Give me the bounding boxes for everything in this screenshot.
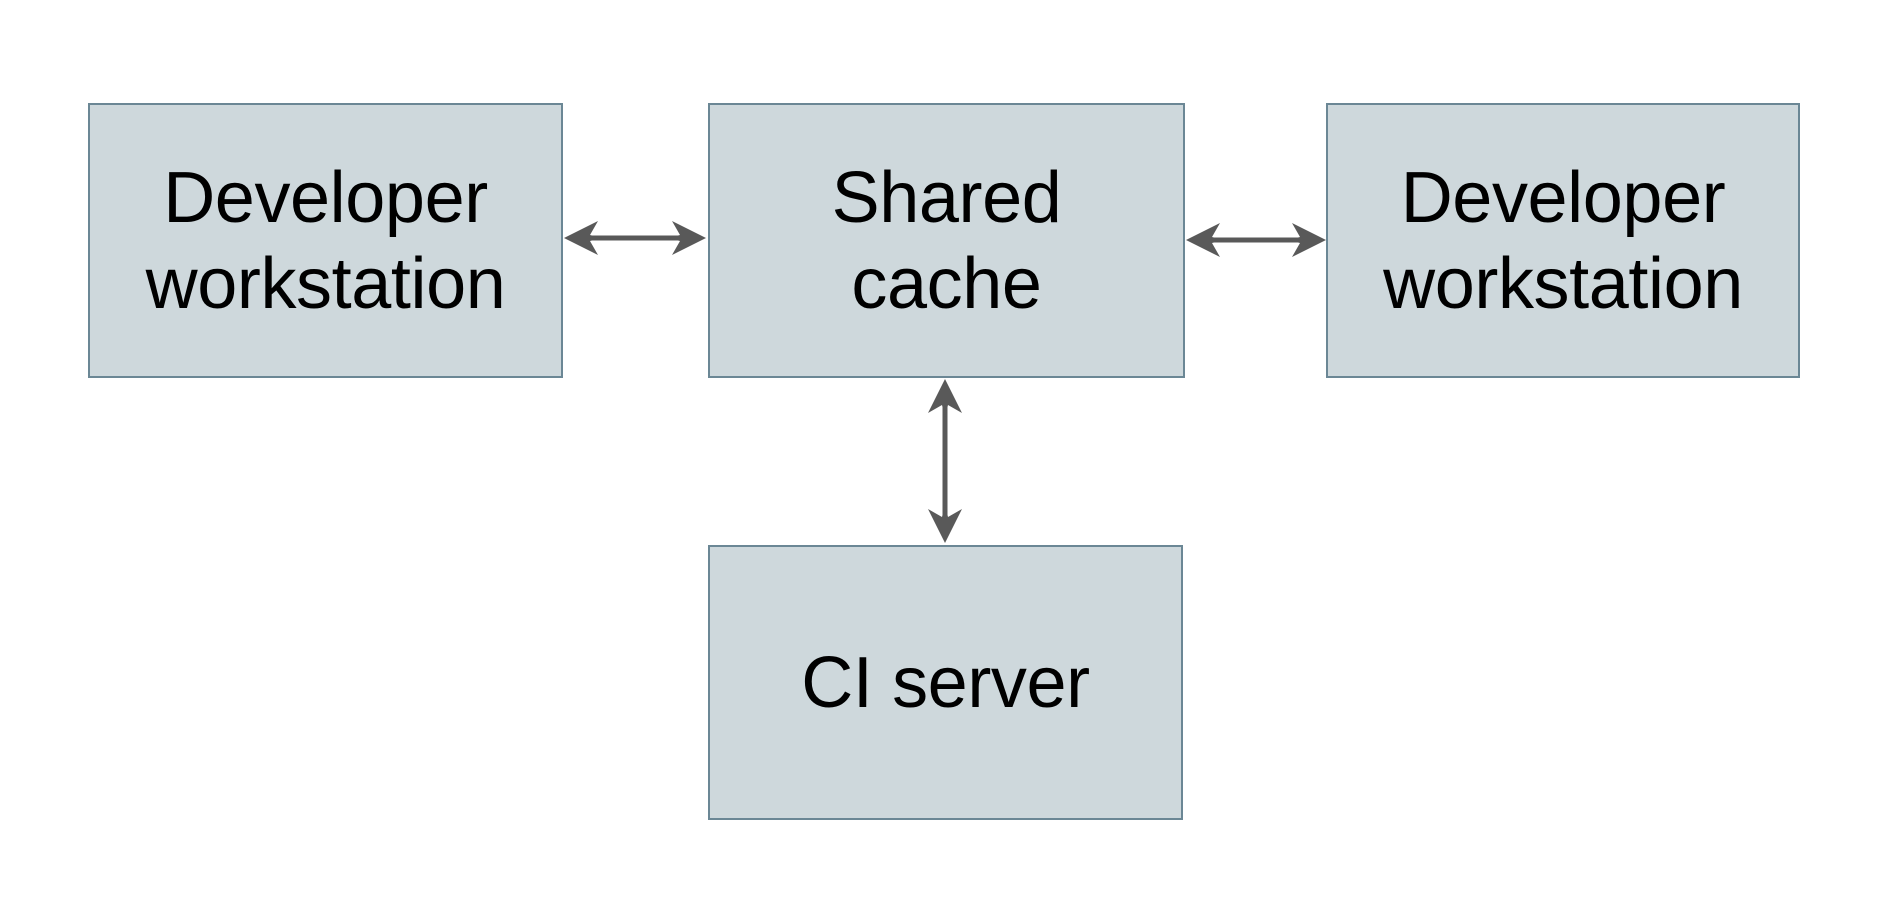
node-shared-cache-label: Shared cache xyxy=(831,157,1062,324)
node-shared-cache[interactable]: Shared cache xyxy=(708,103,1185,378)
double-arrow-horizontal-icon xyxy=(564,221,706,255)
node-developer-workstation-left-label: Developer workstation xyxy=(145,157,506,324)
node-ci-server[interactable]: CI server xyxy=(708,545,1183,820)
node-developer-workstation-right[interactable]: Developer workstation xyxy=(1326,103,1800,378)
node-ci-server-label: CI server xyxy=(801,642,1090,723)
connector-shared-cache-to-ci-server[interactable] xyxy=(914,376,976,546)
connector-developer-workstation-left-to-shared-cache[interactable] xyxy=(560,208,710,270)
double-arrow-horizontal-icon xyxy=(1186,223,1326,257)
double-arrow-vertical-icon xyxy=(928,379,962,543)
node-developer-workstation-right-label: Developer workstation xyxy=(1383,157,1743,324)
node-developer-workstation-left[interactable]: Developer workstation xyxy=(88,103,563,378)
connector-shared-cache-to-developer-workstation-right[interactable] xyxy=(1182,208,1330,270)
